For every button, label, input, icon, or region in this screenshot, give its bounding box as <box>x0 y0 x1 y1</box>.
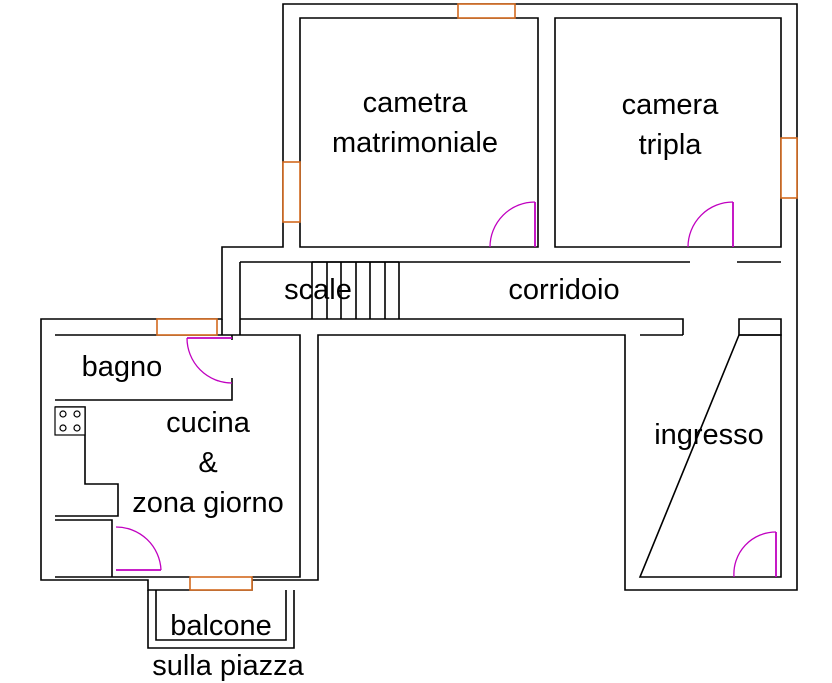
wall-triple-inner <box>554 17 782 248</box>
cupboard <box>55 519 113 577</box>
label-master-line1: cametra <box>363 87 469 119</box>
label-kitchen-line3: zona giorno <box>132 487 284 519</box>
label-triple-line2: tripla <box>639 129 703 161</box>
wall-left-connector <box>221 319 241 335</box>
window-balcony <box>189 576 253 591</box>
label-kitchen-line1: cucina <box>166 407 251 439</box>
label-master-line2: matrimoniale <box>332 127 498 159</box>
doors <box>115 201 777 578</box>
wall-corridor-bottom <box>240 318 782 336</box>
window-top <box>457 3 516 19</box>
balcony <box>147 590 295 649</box>
label-entrance: ingresso <box>654 419 764 451</box>
label-bathroom: bagno <box>82 351 163 383</box>
wall-entrance-inner <box>638 334 782 578</box>
stove-icon <box>54 406 86 436</box>
window-triple-right <box>780 137 798 199</box>
label-balcony-line1: balcone <box>170 610 272 642</box>
stairs <box>311 261 400 319</box>
window-bathroom <box>156 318 218 336</box>
windows <box>156 3 798 591</box>
label-kitchen-line2: & <box>198 447 217 479</box>
label-balcony-line2: sulla piazza <box>152 650 304 682</box>
window-master-left <box>282 161 301 223</box>
label-triple-line1: camera <box>622 89 720 121</box>
door-triple <box>687 201 734 248</box>
label-stairs: scale <box>284 274 352 306</box>
label-corridor: corridoio <box>508 274 619 306</box>
